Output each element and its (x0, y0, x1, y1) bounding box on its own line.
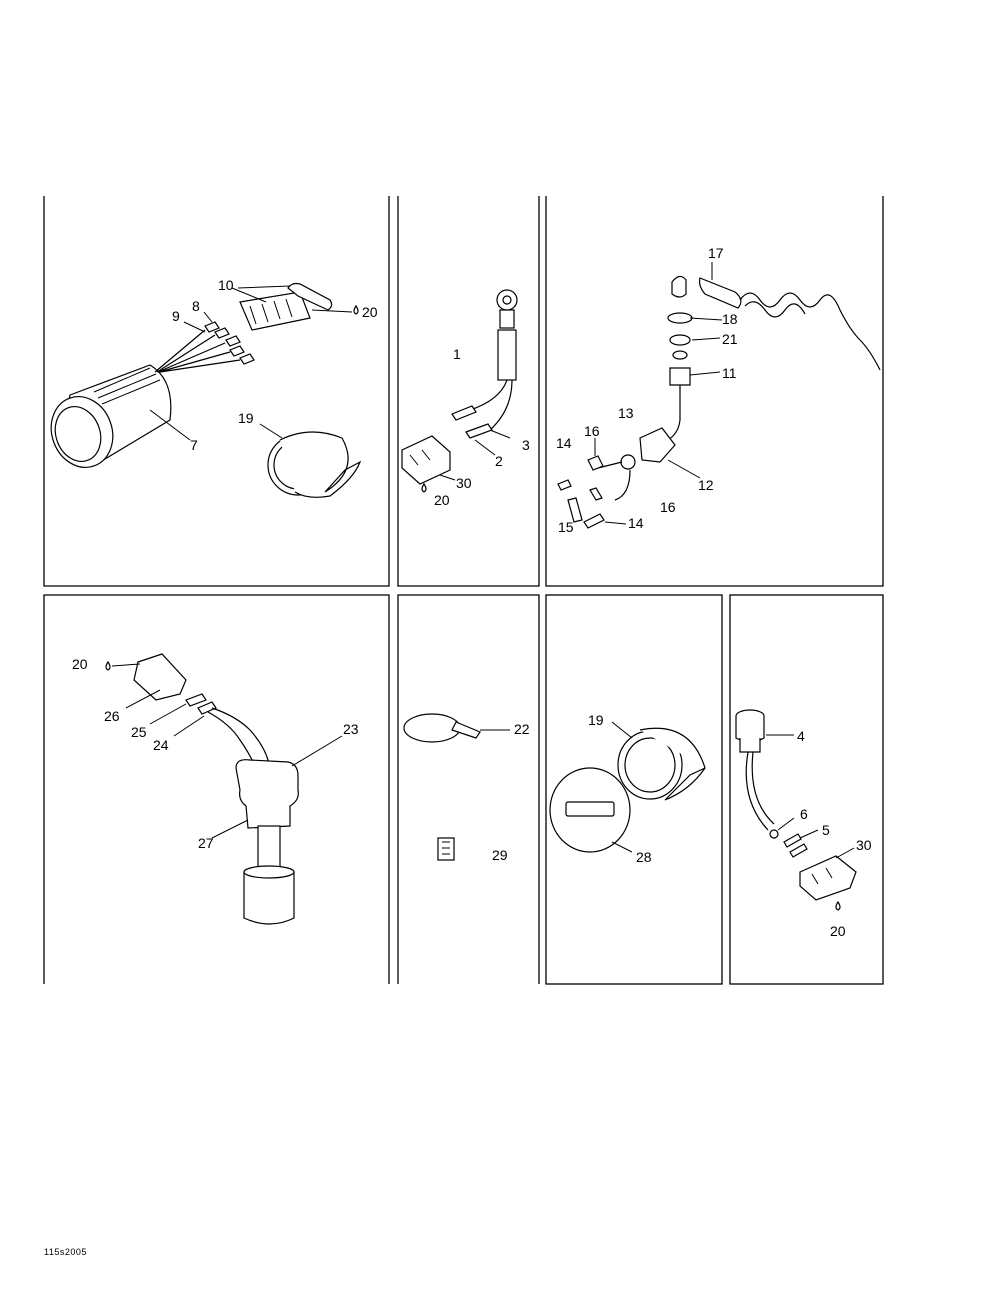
callout-20c: 20 (72, 656, 88, 672)
fuel-sender-assembly (105, 653, 343, 925)
callout-14b: 14 (628, 515, 644, 531)
callout-22: 22 (514, 721, 530, 737)
callout-26: 26 (104, 708, 120, 724)
callout-27: 27 (198, 835, 214, 851)
panel-bezel-frame (545, 594, 723, 985)
panel-frames (43, 196, 884, 985)
callout-28: 28 (636, 849, 652, 865)
callout-16b: 16 (660, 499, 676, 515)
callout-30b: 30 (856, 837, 872, 853)
bezel-assembly (549, 721, 706, 853)
callout-14a: 14 (556, 435, 572, 451)
fuel-callouts: 20 26 25 24 23 27 (72, 656, 359, 851)
callout-25: 25 (131, 724, 147, 740)
figure-code: 115s2005 (44, 1247, 87, 1257)
callout-12: 12 (698, 477, 714, 493)
panel-ties-frame (397, 594, 540, 984)
callout-23: 23 (343, 721, 359, 737)
callout-30: 30 (456, 475, 472, 491)
callout-9: 9 (172, 308, 180, 324)
callout-10: 10 (218, 277, 234, 293)
cable-end-assembly (401, 289, 518, 493)
callout-19b: 19 (588, 712, 604, 728)
callout-2: 2 (495, 453, 503, 469)
callout-19: 19 (238, 410, 254, 426)
callout-20d: 20 (830, 923, 846, 939)
speed-callouts: 17 18 21 11 13 16 14 12 15 14 16 (556, 245, 738, 535)
callout-15: 15 (558, 519, 574, 535)
gauge-callouts: 10 8 9 20 7 19 (172, 277, 378, 453)
temp-sensor-assembly (735, 709, 857, 911)
panel-fuel-frame (43, 594, 390, 984)
callout-17: 17 (708, 245, 724, 261)
gauge-assembly (50, 282, 362, 498)
callout-8: 8 (192, 298, 200, 314)
panel-speed-frame (545, 196, 884, 587)
ties-assembly (403, 713, 510, 861)
panel-temp-frame (729, 594, 884, 985)
cable-callouts: 1 3 2 30 20 (434, 346, 530, 508)
callout-5: 5 (822, 822, 830, 838)
callout-4: 4 (797, 728, 805, 744)
callout-21: 21 (722, 331, 738, 347)
callout-29: 29 (492, 847, 508, 863)
callout-20b: 20 (434, 492, 450, 508)
speed-sensor-assembly (557, 262, 881, 529)
callout-1: 1 (453, 346, 461, 362)
bezel-callouts: 19 28 (588, 712, 652, 865)
panel-gauge-frame (43, 196, 390, 587)
callout-18: 18 (722, 311, 738, 327)
callout-3: 3 (522, 437, 530, 453)
temp-callouts: 4 6 5 30 20 (797, 728, 872, 939)
callout-13: 13 (618, 405, 634, 421)
panel-cable-frame (397, 196, 540, 587)
callout-20: 20 (362, 304, 378, 320)
callout-24: 24 (153, 737, 169, 753)
callout-6: 6 (800, 806, 808, 822)
callout-7: 7 (190, 437, 198, 453)
callout-11: 11 (722, 365, 737, 381)
callout-16a: 16 (584, 423, 600, 439)
ties-callouts: 22 29 (492, 721, 530, 863)
